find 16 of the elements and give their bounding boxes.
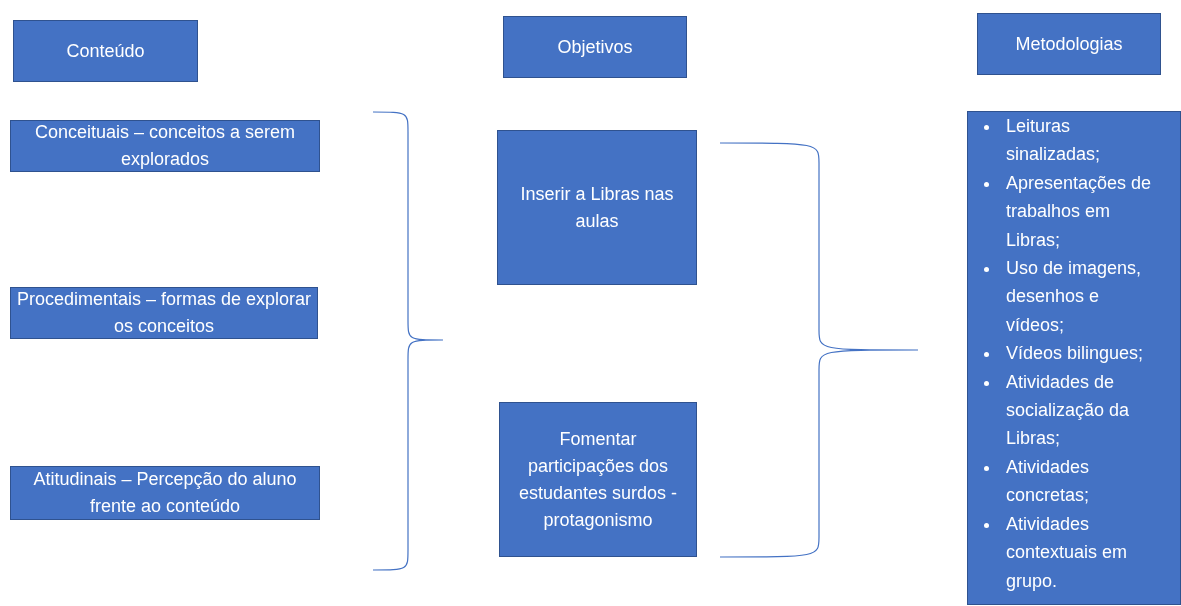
content-box: Atitudinais – Percepção do aluno frente ao conteúdo [10, 466, 320, 520]
content-box: Inserir a Libras nas aulas [497, 130, 697, 285]
header-box: Objetivos [503, 16, 687, 78]
content-box: Conceituais – conceitos a serem explorados [10, 120, 320, 172]
list-item: Apresentações de trabalhos em Libras; [1006, 171, 1153, 252]
header-box: Conteúdo [13, 20, 198, 82]
list-item: Atividades concretas; [1006, 455, 1091, 508]
list-item: Uso de imagens, desenhos e vídeos; [1006, 257, 1143, 337]
list-item: Leituras sinalizadas; [1006, 115, 1102, 167]
list-item: Atividades contextuais em grupo. [1006, 512, 1129, 593]
list-item: Atividades de socialização da Libras; [1006, 370, 1131, 451]
list-item: Vídeos bilingues; [1006, 342, 1145, 366]
content-box: Procedimentais – formas de explorar os conceitos [10, 287, 318, 339]
header-box: Metodologias [977, 13, 1161, 75]
content-box: Fomentar participações dos estudantes surdos - protagonismo [499, 402, 697, 557]
list-panel [967, 111, 1181, 605]
